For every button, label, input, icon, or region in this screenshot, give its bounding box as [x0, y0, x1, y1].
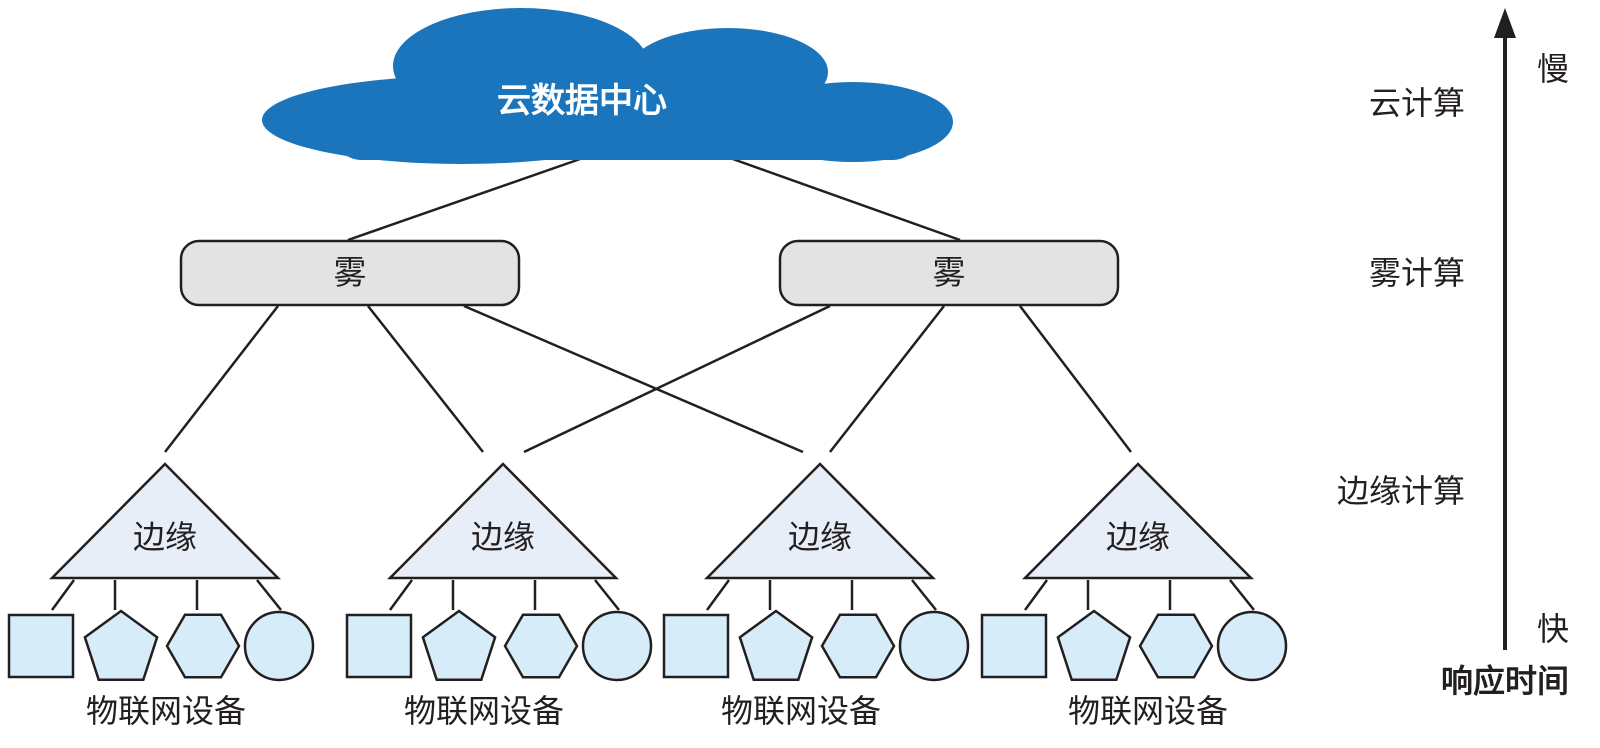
device-connector	[1023, 579, 1049, 611]
axis-slow-label: 慢	[1537, 50, 1569, 88]
device-connector	[388, 579, 414, 611]
device-hexagon-icon	[1138, 613, 1214, 679]
link-fog1-edge2	[367, 305, 484, 453]
link-fog2-edge3	[829, 305, 945, 453]
cloud-shape	[262, 8, 953, 164]
device-group-2	[345, 579, 653, 682]
edge-node-4: 边缘	[1022, 462, 1254, 580]
edge-label: 边缘	[133, 518, 197, 556]
device-connector	[594, 579, 620, 611]
device-pentagon-icon	[421, 609, 497, 681]
edge-node-2: 边缘	[387, 462, 619, 580]
device-connector	[1229, 579, 1255, 611]
device-circle-icon	[1216, 610, 1288, 682]
device-groups	[7, 579, 1288, 682]
tier-label-cloud: 云计算	[1369, 84, 1465, 122]
tier-label-edge: 边缘计算	[1337, 472, 1465, 510]
edge-label: 边缘	[788, 518, 852, 556]
edge-triangle	[1022, 462, 1254, 580]
device-circle-icon	[581, 610, 653, 682]
device-group-label: 物联网设备	[721, 692, 881, 730]
link-fog2-edge4	[1019, 305, 1132, 453]
cloud-fog-links	[347, 156, 961, 242]
axis-fast-label: 快	[1537, 610, 1569, 648]
axis-title: 响应时间	[1441, 662, 1569, 700]
device-hexagon-icon	[165, 613, 241, 679]
device-pentagon-icon	[83, 609, 159, 681]
device-pentagon-icon	[738, 609, 814, 681]
device-connector	[911, 579, 937, 611]
device-hexagon-icon	[820, 613, 896, 679]
device-group-1	[7, 579, 315, 682]
link-fog2-edge2	[523, 304, 831, 454]
link-cloud-fog-2	[729, 156, 961, 242]
device-square-icon	[980, 613, 1048, 679]
fog-node-1: 雾	[179, 239, 521, 307]
edge-node-1: 边缘	[49, 462, 281, 580]
fog-edge-links	[164, 304, 1132, 454]
device-group-label: 物联网设备	[86, 692, 246, 730]
link-cloud-fog-1	[347, 156, 584, 242]
device-connector	[256, 579, 282, 611]
fog-box	[179, 239, 521, 307]
device-group-label: 物联网设备	[404, 692, 564, 730]
link-fog1-edge1	[164, 305, 279, 453]
fog-node-2: 雾	[778, 239, 1120, 307]
cloud-node: 云数据中心	[262, 8, 953, 164]
device-group-3	[662, 579, 970, 682]
link-fog1-edge3	[463, 304, 804, 454]
edge-label: 边缘	[471, 518, 535, 556]
tier-label-fog: 雾计算	[1369, 254, 1465, 292]
device-circle-icon	[243, 610, 315, 682]
device-group-label: 物联网设备	[1068, 692, 1228, 730]
response-time-axis: 慢 快 响应时间	[1441, 8, 1569, 700]
device-hexagon-icon	[503, 613, 579, 679]
edge-label: 边缘	[1106, 518, 1170, 556]
device-square-icon	[662, 613, 730, 679]
edge-triangle	[387, 462, 619, 580]
device-square-icon	[7, 613, 75, 679]
edge-triangle	[49, 462, 281, 580]
device-square-icon	[345, 613, 413, 679]
device-connector	[705, 579, 731, 611]
device-connector	[50, 579, 76, 611]
fog-label: 雾	[933, 253, 966, 292]
edge-node-3: 边缘	[704, 462, 936, 580]
device-pentagon-icon	[1056, 609, 1132, 681]
edge-triangle	[704, 462, 936, 580]
device-group-4	[980, 579, 1288, 682]
fog-label: 雾	[334, 253, 367, 292]
device-circle-icon	[898, 610, 970, 682]
arrow-up-icon	[1494, 8, 1516, 38]
fog-box	[778, 239, 1120, 307]
cloud-label: 云数据中心	[497, 81, 667, 121]
